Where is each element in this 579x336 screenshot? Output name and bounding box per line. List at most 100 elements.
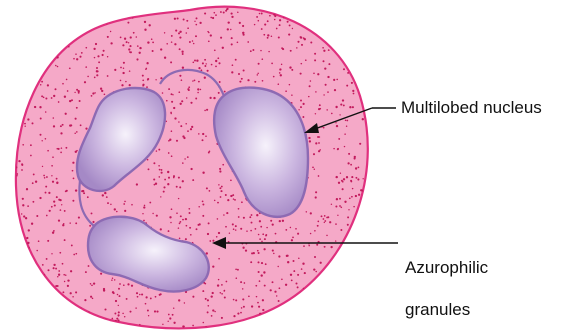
granule-dot (78, 90, 80, 92)
granule-dot (333, 279, 335, 281)
granule-dot (337, 148, 339, 150)
granule-dot (362, 178, 363, 179)
granule-dot (227, 28, 229, 30)
granule-dot (324, 220, 326, 222)
granule-dot (81, 52, 83, 54)
granule-dot (37, 49, 39, 51)
granule-dot (345, 299, 347, 301)
granule-dot (195, 24, 197, 26)
granule-dot (72, 200, 74, 202)
granule-dot (335, 106, 337, 108)
granule-dot (36, 250, 38, 252)
granule-dot (196, 60, 198, 62)
granule-dot (164, 179, 166, 181)
granule-dot (231, 43, 233, 45)
granule-dot (256, 214, 258, 216)
granule-dot (73, 178, 75, 180)
granule-dot (249, 320, 251, 322)
granule-dot (298, 328, 300, 330)
granule-dot (196, 228, 198, 230)
granule-dot (242, 32, 244, 34)
granule-dot (331, 204, 332, 205)
granule-dot (264, 285, 266, 287)
granule-dot (360, 259, 362, 261)
granule-dot (298, 310, 300, 312)
granule-dot (309, 85, 311, 87)
granule-dot (207, 311, 209, 313)
granule-dot (40, 51, 42, 53)
granule-dot (303, 103, 305, 105)
granule-dot (355, 177, 357, 179)
granule-dot (343, 296, 345, 298)
granule-dot (318, 279, 320, 281)
granule-dot (359, 295, 361, 297)
granule-dot (75, 53, 77, 55)
granule-dot (190, 234, 192, 236)
granule-dot (335, 223, 337, 225)
granule-dot (219, 81, 221, 83)
granule-dot (240, 228, 242, 230)
granule-dot (175, 30, 177, 32)
granule-dot (118, 305, 119, 306)
granule-dot (101, 324, 103, 326)
granule-dot (350, 164, 352, 166)
granule-dot (241, 78, 243, 80)
granule-dot (257, 324, 259, 326)
granule-dot (346, 247, 348, 249)
granule-dot (36, 273, 37, 274)
granule-dot (174, 18, 176, 20)
granule-dot (245, 250, 247, 252)
granule-dot (129, 51, 131, 53)
granule-dot (285, 229, 287, 231)
granule-dot (357, 216, 359, 218)
granule-dot (171, 101, 173, 103)
granule-dot (212, 240, 214, 242)
granule-dot (197, 88, 199, 90)
granule-dot (41, 81, 43, 83)
granule-dot (79, 8, 80, 9)
granule-dot (270, 315, 272, 317)
granule-dot (30, 88, 32, 90)
granule-dot (18, 111, 20, 113)
granule-dot (179, 31, 181, 33)
granule-dot (58, 220, 60, 222)
granule-dot (276, 28, 278, 30)
granule-dot (141, 293, 143, 295)
granule-dot (316, 24, 318, 26)
granule-dot (342, 188, 344, 190)
granule-dot (51, 165, 53, 167)
granule-dot (331, 14, 333, 16)
granule-dot (182, 162, 184, 164)
granule-dot (324, 328, 326, 330)
granule-dot (217, 284, 219, 286)
granule-dot (210, 17, 212, 19)
granule-dot (293, 260, 295, 262)
granule-dot (111, 279, 113, 281)
granule-dot (92, 221, 94, 223)
granule-dot (281, 47, 283, 49)
granule-dot (270, 220, 272, 222)
granule-dot (123, 203, 125, 205)
granule-dot (100, 273, 102, 275)
granule-dot (243, 34, 245, 36)
granule-dot (64, 302, 66, 304)
granule-dot (242, 298, 244, 300)
granule-dot (210, 34, 212, 36)
granule-dot (31, 31, 33, 33)
granule-dot (341, 266, 343, 268)
granule-dot (318, 142, 320, 144)
granule-dot (362, 43, 364, 45)
granule-dot (47, 311, 48, 312)
granule-dot (46, 176, 48, 178)
granule-dot (155, 296, 157, 298)
granule-dot (256, 296, 258, 298)
granule-dot (45, 111, 47, 113)
granule-dot (336, 79, 338, 81)
granule-dot (279, 220, 281, 222)
granule-dot (22, 55, 23, 56)
granule-dot (295, 228, 297, 230)
granule-dot (189, 212, 191, 214)
granule-dot (362, 253, 364, 255)
granule-dot (179, 48, 181, 50)
granule-dot (317, 295, 319, 297)
